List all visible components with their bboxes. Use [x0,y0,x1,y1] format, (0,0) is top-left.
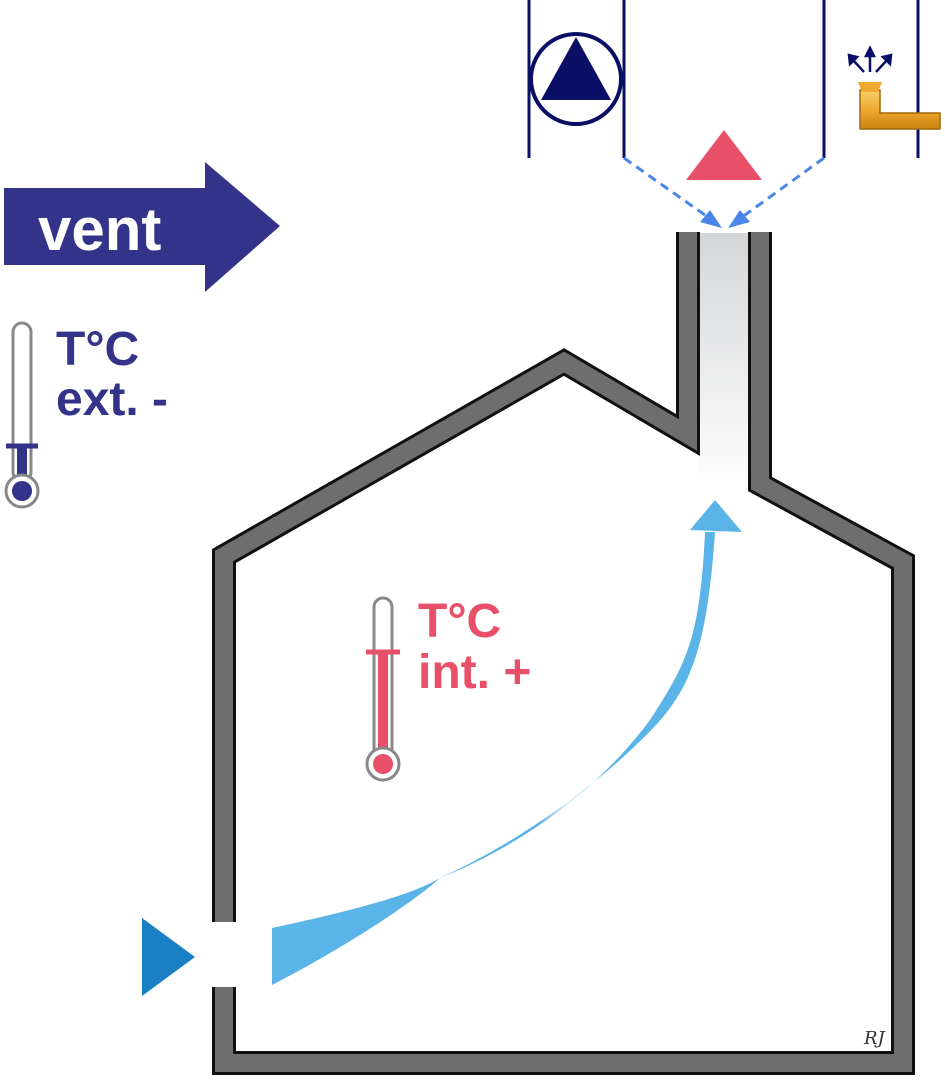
vent-label: vent [38,196,161,263]
right-arrow-icon [4,162,280,292]
interior-temp-label-line2: int. + [418,646,531,699]
dashed-arrow-head-left [700,210,722,228]
thermometer-icon [365,596,401,782]
thermometer-icon [4,321,40,509]
chimney-shaft [697,233,749,490]
converging-dashed-arrows [623,156,825,222]
airflow-ribbon [272,500,742,985]
dashed-arrow-head-right [728,210,750,228]
interior-temp-label-line1: T°C [418,595,501,648]
up-triangle-icon [686,130,762,180]
exterior-temp-label-line1: T°C [56,323,139,376]
exterior-temp-label-line2: ext. - [56,373,168,426]
up-triangle-circle-icon [529,32,623,126]
elbow-pipe-outlet-icon [847,45,941,130]
signature: RJ [863,1028,887,1049]
house-walls-fill [215,232,912,1072]
right-triangle-icon [142,918,195,996]
